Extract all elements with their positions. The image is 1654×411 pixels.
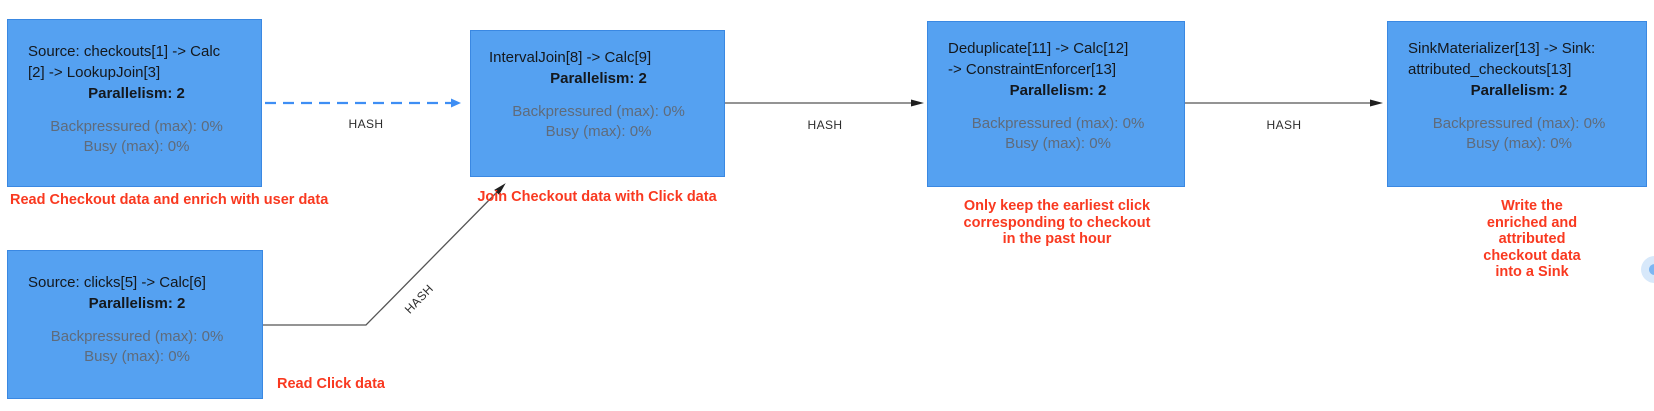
widget-dot-icon [1649, 264, 1654, 275]
edge-label-hash-4: HASH [1266, 118, 1302, 132]
node-parallelism: Parallelism: 2 [1470, 82, 1568, 99]
job-node-source-clicks[interactable]: Source: clicks[5] -> Calc[6] Parallelism… [7, 250, 263, 399]
edge-label-hash-3: HASH [807, 118, 843, 132]
node-parallelism: Parallelism: 2 [88, 295, 186, 312]
edge-label-hash-1: HASH [348, 117, 384, 131]
job-node-sink-materializer[interactable]: SinkMaterializer[13] -> Sink: attributed… [1387, 21, 1647, 187]
job-node-source-checkouts[interactable]: Source: checkouts[1] -> Calc [2] -> Look… [7, 19, 262, 187]
busy-metric: Busy (max): 0% [1466, 135, 1572, 152]
edge-clicks-to-join [263, 183, 506, 326]
node-title: Source: checkouts[1] -> Calc [2] -> Look… [28, 43, 221, 81]
annotation-deduplicate: Only keep the earliest click correspondi… [963, 198, 1151, 247]
backpressured-metric: Backpressured (max): 0% [1432, 115, 1606, 132]
busy-metric: Busy (max): 0% [84, 348, 190, 365]
node-metrics: Backpressured (max): 0% Busy (max): 0% [28, 327, 246, 367]
edge-label-hash-2: HASH [401, 281, 437, 317]
node-metrics: Backpressured (max): 0% Busy (max): 0% [489, 102, 708, 142]
busy-metric: Busy (max): 0% [1005, 135, 1111, 152]
backpressured-metric: Backpressured (max): 0% [512, 103, 685, 120]
node-metrics: Backpressured (max): 0% Busy (max): 0% [28, 117, 245, 157]
floating-widget-button[interactable] [1641, 256, 1654, 283]
busy-metric: Busy (max): 0% [545, 123, 652, 140]
job-node-interval-join[interactable]: IntervalJoin[8] -> Calc[9] Parallelism: … [470, 30, 725, 177]
backpressured-metric: Backpressured (max): 0% [50, 118, 223, 135]
node-title: Deduplicate[11] -> Calc[12] -> Constrain… [948, 40, 1129, 78]
node-parallelism: Parallelism: 2 [1009, 82, 1107, 99]
job-node-deduplicate[interactable]: Deduplicate[11] -> Calc[12] -> Constrain… [927, 21, 1185, 187]
node-parallelism: Parallelism: 2 [550, 70, 647, 87]
node-title: Source: clicks[5] -> Calc[6] [28, 274, 206, 291]
backpressured-metric: Backpressured (max): 0% [971, 115, 1145, 132]
busy-metric: Busy (max): 0% [83, 138, 190, 155]
annotation-interval-join: Join Checkout data with Click data [477, 189, 717, 205]
annotation-source-clicks: Read Click data [277, 376, 385, 392]
node-metrics: Backpressured (max): 0% Busy (max): 0% [1408, 114, 1630, 154]
node-title: IntervalJoin[8] -> Calc[9] [489, 49, 652, 66]
node-parallelism: Parallelism: 2 [88, 85, 185, 102]
backpressured-metric: Backpressured (max): 0% [50, 328, 224, 345]
node-metrics: Backpressured (max): 0% Busy (max): 0% [948, 114, 1168, 154]
annotation-source-checkouts: Read Checkout data and enrich with user … [10, 192, 329, 208]
node-title: SinkMaterializer[13] -> Sink: attributed… [1408, 40, 1596, 78]
annotation-sink: Write the enriched and attributed checko… [1483, 198, 1581, 280]
